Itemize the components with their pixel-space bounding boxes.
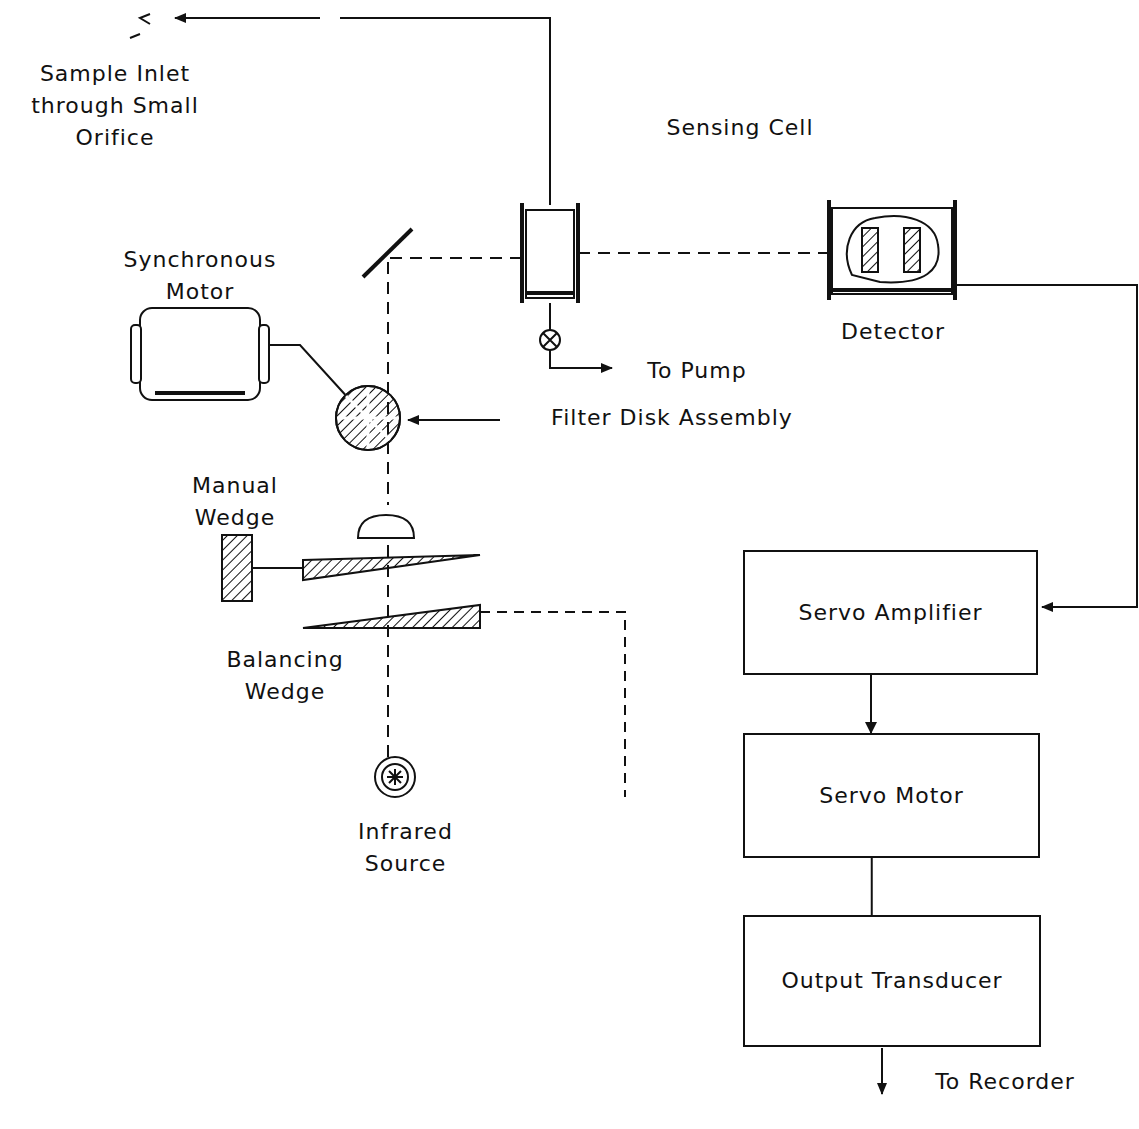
output-label: To Recorder [920, 1066, 1090, 1098]
part-label: Sensing Cell [640, 112, 840, 144]
process-box: Servo Motor [743, 733, 1040, 858]
part-label: Synchronous Motor [95, 244, 305, 308]
signal-arrow [871, 858, 873, 915]
signal-arrow [870, 675, 872, 733]
box-text: Servo Amplifier [784, 591, 996, 635]
part-label: Filter Disk Assembly [502, 402, 842, 434]
part-label: Detector [818, 316, 968, 348]
inlet-label: Sample Inlet through Small Orifice [8, 58, 222, 154]
part-label: Infrared Source [318, 816, 493, 880]
part-label: Balancing Wedge [195, 644, 375, 708]
part-label: To Pump [622, 355, 772, 387]
box-text: Output Transducer [767, 959, 1016, 1003]
process-box: Servo Amplifier [743, 550, 1038, 675]
process-box: Output Transducer [743, 915, 1041, 1047]
part-label: Manual Wedge [165, 470, 305, 534]
box-text: Servo Motor [805, 774, 978, 818]
